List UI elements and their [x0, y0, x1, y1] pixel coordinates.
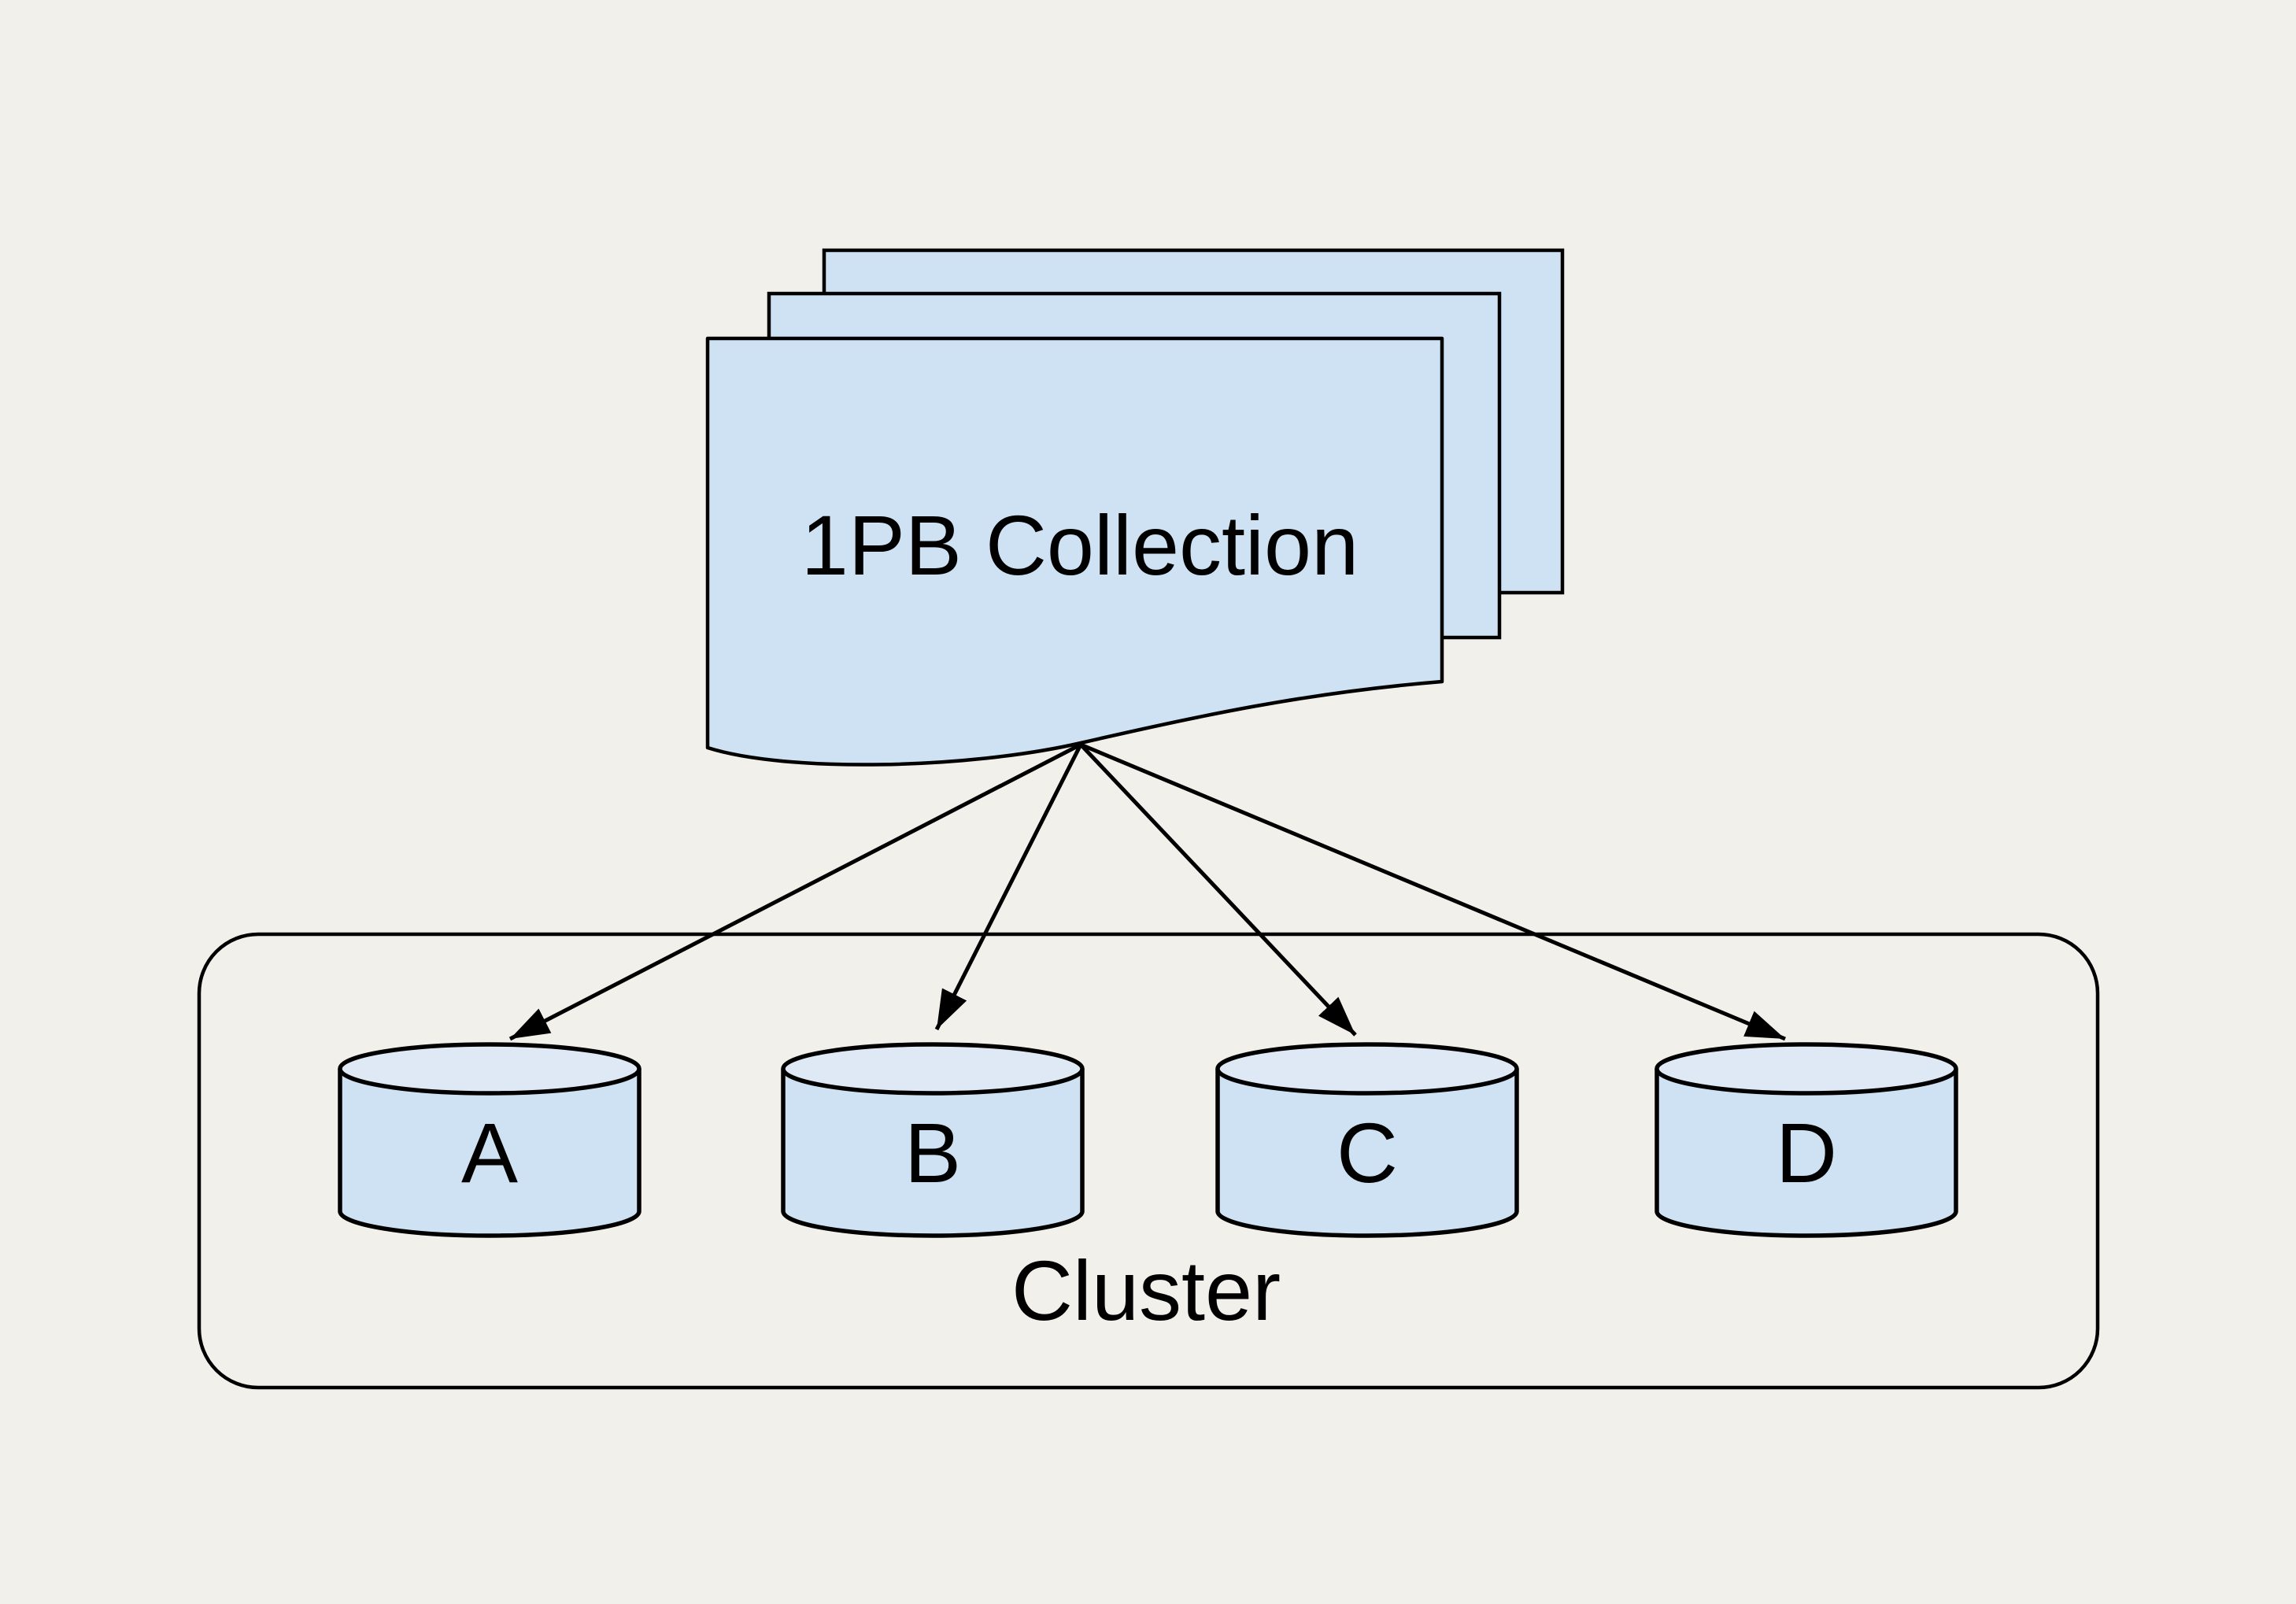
cylinder-top — [1655, 1042, 1958, 1096]
collection-label: 1PB Collection — [801, 497, 1359, 593]
cylinder-body — [1215, 1069, 1519, 1238]
database-cylinder-a: A — [338, 1042, 641, 1238]
cylinder-label-d: D — [1776, 1105, 1837, 1200]
database-cylinder-d: D — [1655, 1042, 1958, 1238]
cylinder-top — [781, 1042, 1085, 1096]
database-cylinder-c: C — [1215, 1042, 1519, 1238]
cluster-border — [197, 932, 2100, 1390]
cylinder-body — [781, 1069, 1085, 1238]
shard-arrows — [508, 742, 1786, 1041]
arrow-collection-to-a — [508, 742, 1082, 1041]
cluster-box: Cluster — [197, 932, 2100, 1390]
cylinder-label-b: B — [904, 1105, 961, 1200]
cylinder-label-a: A — [461, 1105, 518, 1200]
arrow-collection-to-c — [1079, 743, 1357, 1037]
collection-document-stack: 1PB Collection — [705, 248, 1565, 767]
arrow-collection-to-d — [1080, 742, 1786, 1041]
database-cylinder-b: B — [781, 1042, 1085, 1238]
cylinder-top — [338, 1042, 641, 1096]
cylinder-body — [1655, 1069, 1958, 1238]
cluster-label: Cluster — [1011, 1243, 1281, 1338]
arrow-collection-to-b — [934, 743, 1083, 1031]
cylinder-label-c: C — [1337, 1105, 1398, 1200]
cylinder-top — [1215, 1042, 1519, 1096]
document-page-front — [705, 336, 1444, 767]
cylinder-body — [338, 1069, 641, 1238]
